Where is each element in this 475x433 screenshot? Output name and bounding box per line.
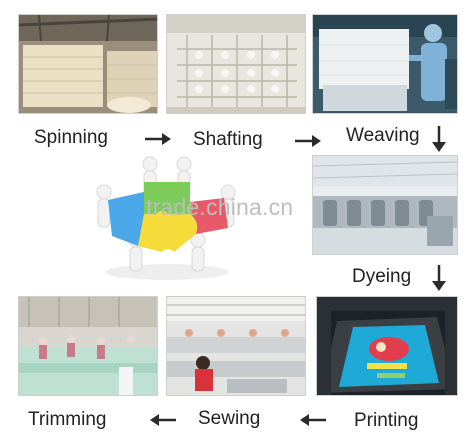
arrow-left-icon <box>300 414 326 426</box>
printing-photo <box>316 296 458 396</box>
step-spinning-label: Spinning <box>34 127 108 148</box>
step-sewing-label: Sewing <box>198 408 261 429</box>
step-printing-label: Printing <box>354 410 419 431</box>
step-weaving-label: Weaving <box>346 125 420 146</box>
puzzle-people-illustration <box>92 152 242 284</box>
arrow-right-icon <box>145 133 171 145</box>
watermark-text: trade.china.cn <box>146 194 294 220</box>
arrow-right-icon <box>295 135 321 147</box>
step-shafting-label: Shafting <box>193 129 263 150</box>
arrow-left-icon <box>150 414 176 426</box>
shafting-photo <box>166 14 306 114</box>
dyeing-photo <box>312 155 458 255</box>
step-trimming-label: Trimming <box>28 409 107 430</box>
arrow-down-icon <box>432 126 446 152</box>
weaving-photo <box>312 14 458 114</box>
trimming-photo <box>18 296 158 396</box>
arrow-down-icon <box>432 265 446 291</box>
sewing-photo <box>166 296 306 396</box>
spinning-photo <box>18 14 158 114</box>
step-dyeing-label: Dyeing <box>352 266 412 287</box>
